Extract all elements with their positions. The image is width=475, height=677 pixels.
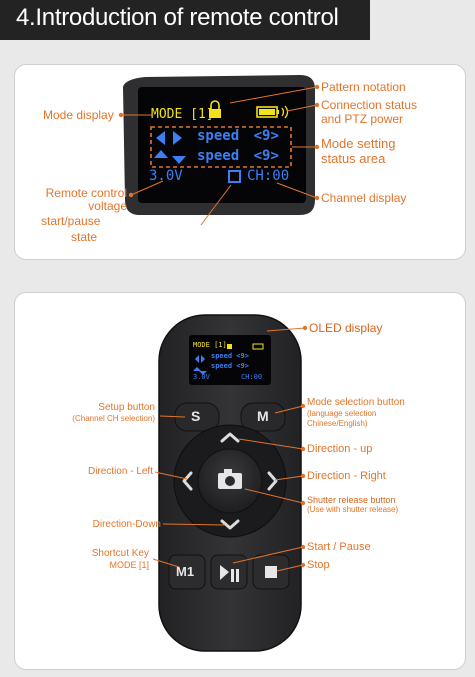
label-direction-right: Direction - Right bbox=[307, 470, 386, 482]
camera-icon bbox=[218, 469, 242, 489]
title-bar: 4.Introduction of remote control bbox=[0, 0, 370, 40]
remote-diagram bbox=[152, 314, 308, 652]
mini-oled-mode-index: [1] bbox=[214, 341, 227, 349]
label-pattern-notation: Pattern notation bbox=[321, 80, 406, 94]
arrow-up-icon bbox=[220, 432, 240, 443]
oled-voltage: 3.0V bbox=[149, 168, 183, 184]
mini-oled-mode: MODE [1] bbox=[193, 341, 227, 349]
oled-speed-line-2: speed <9> bbox=[197, 148, 279, 164]
mode-selection-button[interactable] bbox=[240, 402, 286, 432]
label-shortcut-key-2: MODE [1] bbox=[109, 560, 149, 570]
label-remote-voltage-2: voltage bbox=[88, 199, 127, 213]
label-mode-setting-2: status area bbox=[321, 151, 386, 166]
arrow-left-right-icon bbox=[156, 131, 182, 145]
oled-speed-value-2: <9> bbox=[253, 148, 279, 164]
mini-oled-speed-1: speed <9> bbox=[211, 352, 249, 360]
oled-mode-label: MODE bbox=[151, 107, 183, 122]
label-shortcut-key: Shortcut Key bbox=[91, 548, 149, 559]
arrow-left-icon bbox=[182, 471, 193, 491]
arrow-down-icon bbox=[220, 519, 240, 530]
mini-oled-speed-label-1: speed bbox=[211, 352, 233, 360]
shortcut-m1-button[interactable] bbox=[168, 554, 206, 590]
oled-speed-label-2: speed bbox=[197, 148, 240, 164]
start-pause-indicator bbox=[228, 170, 241, 183]
label-connection-status: Connection status bbox=[321, 98, 418, 112]
label-mode-selection-sub2: Chinese/English) bbox=[307, 419, 368, 428]
page-title: 4.Introduction of remote control bbox=[16, 4, 339, 31]
arrow-up-down-icon bbox=[154, 150, 186, 164]
oled-screen bbox=[138, 87, 306, 203]
label-mode-selection-sub1: (language selection bbox=[307, 409, 377, 418]
label-connection-status-2: and PTZ power bbox=[321, 112, 404, 126]
label-start-pause-state-2: state bbox=[71, 230, 98, 244]
label-mode-selection: Mode selection button bbox=[307, 397, 405, 408]
battery-icon bbox=[256, 106, 279, 118]
oled-speed-line-1: speed <9> bbox=[197, 128, 279, 144]
label-shutter-release: Shutter release button bbox=[307, 495, 396, 505]
oled-channel: CH:00 bbox=[247, 168, 290, 184]
remote-oled bbox=[189, 335, 271, 385]
label-start-pause: Start / Pause bbox=[307, 541, 371, 553]
stop-icon bbox=[265, 566, 277, 578]
mode-setting-area bbox=[150, 126, 292, 168]
wireless-icon bbox=[281, 105, 289, 119]
label-oled-display: OLED display bbox=[309, 321, 383, 335]
oled-mode-index: [1] bbox=[190, 107, 214, 122]
label-stop: Stop bbox=[307, 559, 330, 571]
mini-oled-mode-label: MODE bbox=[193, 341, 210, 349]
setup-button-label: S bbox=[191, 408, 201, 424]
mode-button-label: M bbox=[257, 408, 269, 424]
oled-speed-value-1: <9> bbox=[253, 128, 279, 144]
label-mode-setting: Mode setting bbox=[321, 136, 396, 151]
label-direction-down: Direction-Down bbox=[92, 519, 161, 530]
label-shutter-release-sub: (Use with shutter release) bbox=[307, 505, 399, 514]
oled-mode-text: MODE [1] bbox=[151, 107, 214, 122]
remote-diagram-panel: MODE [1] speed <9> speed <9> 3.0V CH:00 … bbox=[14, 292, 466, 670]
label-direction-up: Direction - up bbox=[307, 443, 373, 455]
mini-battery-icon bbox=[252, 343, 264, 350]
mini-oled-speed-value-2: <9> bbox=[236, 362, 249, 370]
label-setup-button: Setup button bbox=[98, 402, 155, 413]
mini-oled-speed-label-2: speed bbox=[211, 362, 233, 370]
mini-arrow-icons bbox=[193, 355, 207, 375]
label-start-pause-state: start/pause bbox=[41, 214, 101, 228]
label-direction-left: Direction - Left bbox=[87, 466, 153, 477]
screen-diagram bbox=[118, 75, 320, 226]
play-pause-icon bbox=[220, 565, 239, 582]
label-channel-display: Channel display bbox=[321, 191, 407, 205]
m1-button-label: M1 bbox=[176, 564, 195, 579]
arrow-right-icon bbox=[267, 471, 278, 491]
mini-oled-voltage: 3.0V bbox=[193, 373, 210, 381]
lock-icon bbox=[209, 100, 221, 118]
mini-oled-speed-value-1: <9> bbox=[236, 352, 249, 360]
label-mode-display: Mode display bbox=[43, 108, 114, 122]
screen-diagram-panel: MODE [1] speed <9> speed <9> 3.0V CH:00 … bbox=[14, 64, 466, 260]
label-remote-voltage: Remote control bbox=[45, 186, 127, 200]
mini-oled-channel: CH:00 bbox=[241, 373, 263, 381]
oled-speed-label-1: speed bbox=[197, 128, 240, 144]
label-setup-button-sub: (Channel CH selection) bbox=[72, 414, 155, 423]
mini-oled-speed-2: speed <9> bbox=[211, 362, 249, 370]
mini-lock-icon bbox=[227, 344, 232, 349]
